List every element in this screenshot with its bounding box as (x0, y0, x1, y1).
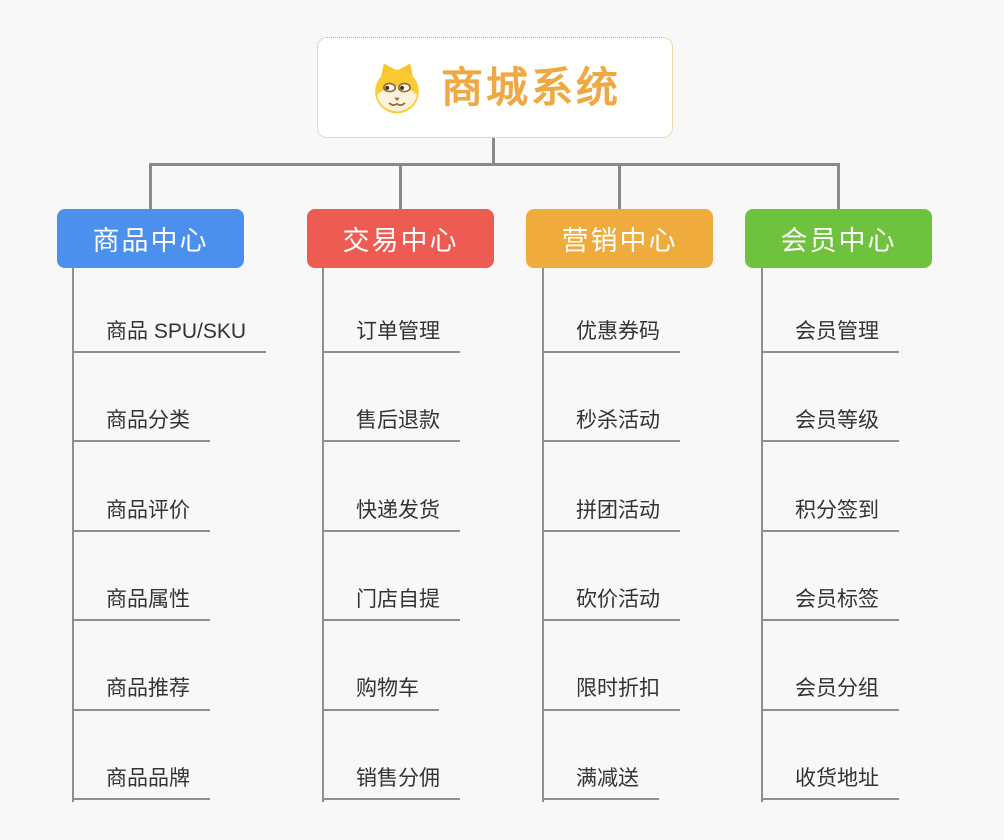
connector-drop-1 (149, 165, 152, 210)
mindmap-item: 商品评价 (72, 442, 322, 532)
mindmap-item: 商品推荐 (72, 621, 322, 711)
item-label[interactable]: 购物车 (322, 676, 439, 711)
branch-marketing-center[interactable]: 营销中心 (526, 209, 713, 268)
mindmap-item: 销售分佣 (322, 711, 572, 800)
mindmap-item: 订单管理 (322, 268, 572, 353)
connector-drop-2 (399, 165, 402, 210)
connector-horizontal-bar (149, 163, 840, 166)
item-label[interactable]: 拼团活动 (542, 498, 680, 532)
item-label[interactable]: 收货地址 (761, 766, 899, 800)
mindmap-item: 商品属性 (72, 532, 322, 622)
root-node[interactable]: 商城系统 (317, 37, 673, 138)
mindmap-item: 会员等级 (761, 353, 1004, 443)
item-label[interactable]: 积分签到 (761, 498, 899, 532)
branch-product-center[interactable]: 商品中心 (57, 209, 244, 268)
item-label[interactable]: 商品品牌 (72, 766, 210, 800)
mindmap-item: 售后退款 (322, 353, 572, 443)
connector-trunk-1 (72, 268, 74, 802)
item-label[interactable]: 会员等级 (761, 408, 899, 443)
mindmap-item: 商品品牌 (72, 711, 322, 800)
branch-member-center[interactable]: 会员中心 (745, 209, 932, 268)
connector-drop-4 (837, 165, 840, 210)
connector-root-stub (492, 138, 495, 164)
item-label[interactable]: 商品 SPU/SKU (72, 319, 267, 353)
item-label[interactable]: 售后退款 (322, 408, 460, 443)
item-label[interactable]: 快递发货 (322, 498, 460, 532)
item-label[interactable]: 限时折扣 (542, 676, 680, 711)
item-label[interactable]: 满减送 (542, 766, 659, 800)
branch-trade-center[interactable]: 交易中心 (307, 209, 494, 268)
item-label[interactable]: 商品评价 (72, 498, 210, 532)
mindmap-item: 会员标签 (761, 532, 1004, 622)
item-label[interactable]: 商品推荐 (72, 676, 210, 711)
root-title: 商城系统 (440, 63, 621, 111)
connector-trunk-4 (761, 268, 763, 802)
mindmap-item: 收货地址 (761, 711, 1004, 800)
mindmap-item: 优惠券码 (542, 268, 792, 353)
connector-drop-3 (618, 165, 621, 210)
item-label[interactable]: 商品属性 (72, 587, 210, 622)
item-label[interactable]: 会员分组 (761, 676, 899, 711)
dog-face-icon (375, 63, 419, 113)
mindmap-item: 砍价活动 (542, 532, 792, 622)
mindmap-item: 拼团活动 (542, 442, 792, 532)
item-label[interactable]: 门店自提 (322, 587, 460, 622)
mindmap-item: 会员分组 (761, 621, 1004, 711)
item-label[interactable]: 销售分佣 (322, 766, 460, 800)
item-label[interactable]: 优惠券码 (542, 319, 680, 353)
mindmap-item: 限时折扣 (542, 621, 792, 711)
connector-trunk-3 (542, 268, 544, 802)
item-label[interactable]: 秒杀活动 (542, 408, 680, 443)
mindmap-item: 会员管理 (761, 268, 1004, 353)
item-label[interactable]: 砍价活动 (542, 587, 680, 622)
mindmap-item: 门店自提 (322, 532, 572, 622)
item-label[interactable]: 订单管理 (322, 319, 460, 353)
branch-items-column-1: 商品 SPU/SKU 商品分类 商品评价 商品属性 商品推荐 商品品牌 (72, 268, 322, 800)
branch-items-column-4: 会员管理 会员等级 积分签到 会员标签 会员分组 收货地址 (761, 268, 1004, 800)
item-label[interactable]: 商品分类 (72, 408, 210, 443)
mindmap-item: 秒杀活动 (542, 353, 792, 443)
branch-items-column-3: 优惠券码 秒杀活动 拼团活动 砍价活动 限时折扣 满减送 (542, 268, 792, 800)
mindmap-item: 积分签到 (761, 442, 1004, 532)
branch-items-column-2: 订单管理 售后退款 快递发货 门店自提 购物车 销售分佣 (322, 268, 572, 800)
mindmap-item: 满减送 (542, 711, 792, 800)
connector-trunk-2 (322, 268, 324, 802)
mindmap-item: 商品 SPU/SKU (72, 268, 322, 353)
mindmap-item: 购物车 (322, 621, 572, 711)
item-label[interactable]: 会员标签 (761, 587, 899, 622)
mindmap-item: 商品分类 (72, 353, 322, 443)
item-label[interactable]: 会员管理 (761, 319, 899, 353)
mindmap-item: 快递发货 (322, 442, 572, 532)
